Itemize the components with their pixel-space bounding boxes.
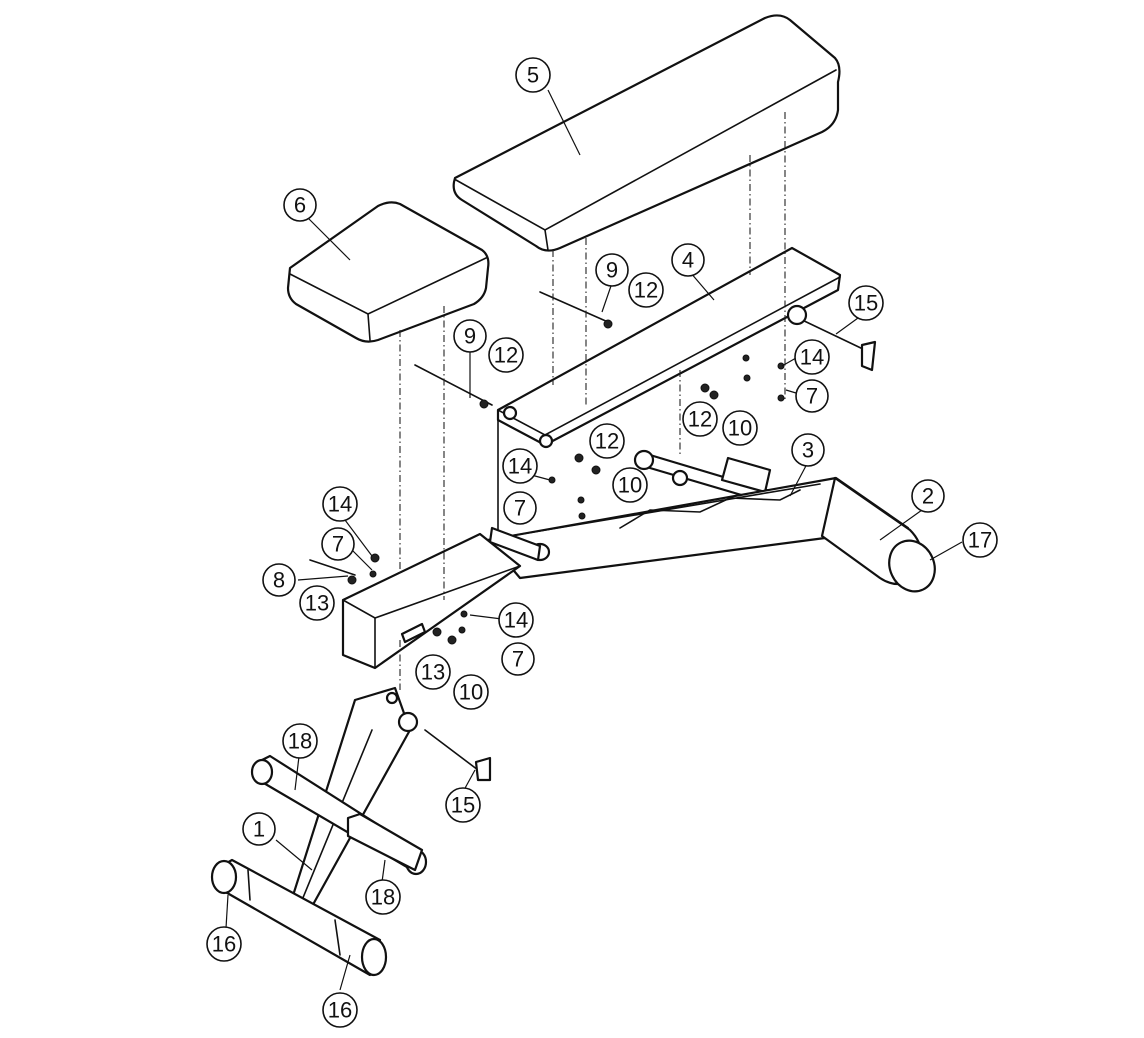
callout-7d: 7 bbox=[501, 642, 535, 676]
callout-10b: 10 bbox=[612, 467, 648, 503]
floor-base bbox=[210, 858, 388, 977]
callout-18a: 18 bbox=[282, 723, 318, 759]
svg-text:18: 18 bbox=[288, 729, 312, 754]
callout-7b: 7 bbox=[503, 491, 537, 525]
callout-14d: 14 bbox=[498, 602, 534, 638]
callout-14b: 14 bbox=[502, 448, 538, 484]
svg-text:12: 12 bbox=[688, 407, 712, 432]
seat-pad bbox=[286, 201, 490, 343]
callout-10c: 10 bbox=[453, 674, 489, 710]
callout-7c: 7 bbox=[321, 527, 355, 561]
svg-text:2: 2 bbox=[922, 484, 934, 509]
callout-16b: 16 bbox=[322, 992, 358, 1028]
callout-3: 3 bbox=[791, 433, 825, 467]
svg-text:8: 8 bbox=[273, 568, 285, 593]
svg-text:7: 7 bbox=[514, 496, 526, 521]
alignment-lines bbox=[399, 112, 786, 690]
callout-4: 4 bbox=[671, 243, 705, 277]
callout-12c: 12 bbox=[682, 401, 718, 437]
main-rail bbox=[486, 476, 936, 593]
svg-text:1: 1 bbox=[253, 817, 265, 842]
callout-18b: 18 bbox=[365, 879, 401, 915]
svg-text:15: 15 bbox=[854, 291, 878, 316]
svg-text:7: 7 bbox=[332, 532, 344, 557]
svg-text:14: 14 bbox=[508, 454, 532, 479]
callout-1: 1 bbox=[242, 812, 276, 846]
seat-bracket bbox=[341, 532, 522, 670]
callouts: 5 6 9 12 4 15 9 12 14 7 12 10 12 3 14 10… bbox=[206, 57, 998, 1028]
callout-5: 5 bbox=[515, 57, 551, 93]
svg-text:10: 10 bbox=[459, 680, 483, 705]
callout-12b: 12 bbox=[488, 337, 524, 373]
svg-text:14: 14 bbox=[328, 492, 352, 517]
callout-12a: 12 bbox=[628, 272, 664, 308]
svg-text:7: 7 bbox=[512, 647, 524, 672]
callout-9b: 9 bbox=[453, 319, 487, 353]
callout-10a: 10 bbox=[722, 410, 758, 446]
svg-text:9: 9 bbox=[606, 258, 618, 283]
callout-2: 2 bbox=[911, 479, 945, 513]
svg-text:12: 12 bbox=[595, 429, 619, 454]
callout-14c: 14 bbox=[322, 486, 358, 522]
svg-text:16: 16 bbox=[328, 998, 352, 1023]
svg-text:5: 5 bbox=[527, 63, 539, 88]
svg-text:9: 9 bbox=[464, 324, 476, 349]
back-frame bbox=[496, 246, 842, 541]
callout-17: 17 bbox=[962, 522, 998, 558]
callout-9a: 9 bbox=[595, 253, 629, 287]
hardware bbox=[309, 291, 877, 782]
svg-text:16: 16 bbox=[212, 932, 236, 957]
svg-text:4: 4 bbox=[682, 248, 694, 273]
callout-16a: 16 bbox=[206, 926, 242, 962]
callout-14a: 14 bbox=[794, 339, 830, 375]
callout-12d: 12 bbox=[589, 423, 625, 459]
svg-text:17: 17 bbox=[968, 528, 992, 553]
svg-text:3: 3 bbox=[802, 438, 814, 463]
leg-rollers bbox=[250, 754, 428, 876]
svg-text:12: 12 bbox=[634, 278, 658, 303]
svg-text:13: 13 bbox=[421, 660, 445, 685]
svg-text:14: 14 bbox=[504, 608, 528, 633]
callout-13b: 13 bbox=[415, 654, 451, 690]
callout-8: 8 bbox=[262, 563, 296, 597]
svg-text:14: 14 bbox=[800, 345, 824, 370]
svg-text:10: 10 bbox=[728, 416, 752, 441]
callout-13a: 13 bbox=[299, 585, 335, 621]
svg-text:18: 18 bbox=[371, 885, 395, 910]
callout-7a: 7 bbox=[795, 379, 829, 413]
callout-6: 6 bbox=[283, 188, 317, 222]
svg-text:10: 10 bbox=[618, 473, 642, 498]
callout-15b: 15 bbox=[445, 787, 481, 823]
svg-text:6: 6 bbox=[294, 193, 306, 218]
svg-text:13: 13 bbox=[305, 591, 329, 616]
svg-text:12: 12 bbox=[494, 343, 518, 368]
svg-text:15: 15 bbox=[451, 793, 475, 818]
callout-15a: 15 bbox=[848, 285, 884, 321]
svg-text:7: 7 bbox=[806, 384, 818, 409]
back-pad bbox=[452, 14, 841, 252]
